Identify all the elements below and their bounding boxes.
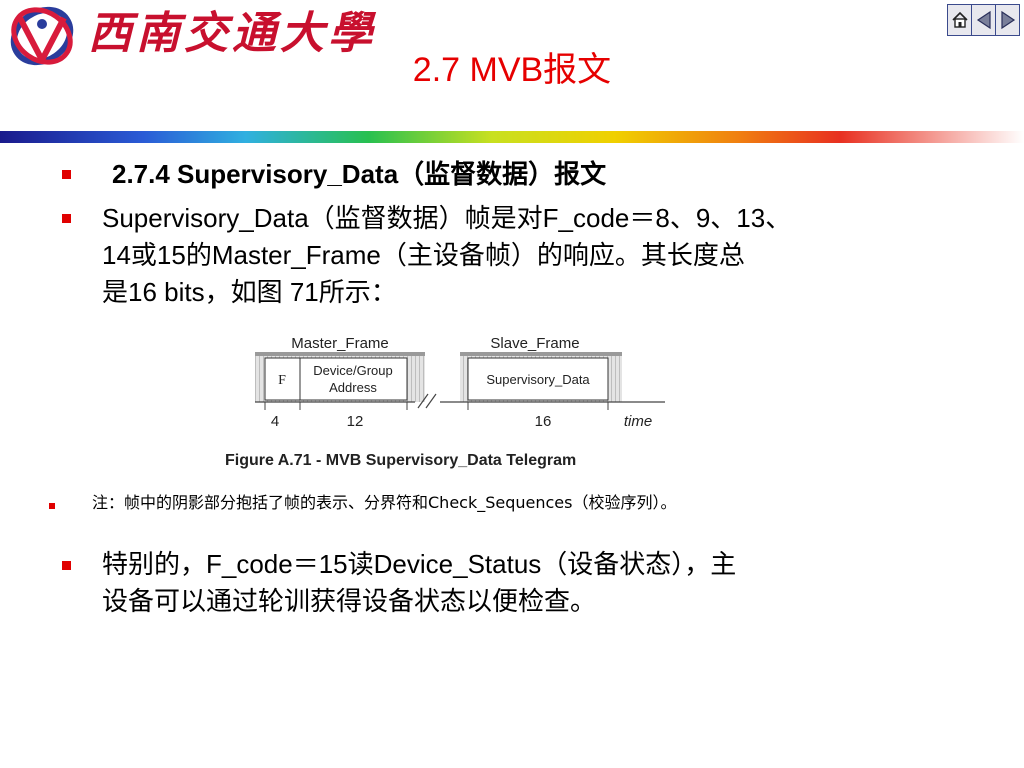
figure-note: 注：帧中的阴影部分抱括了帧的表示、分界符和Check_Sequences（校验序… bbox=[92, 493, 677, 512]
bullet-marker bbox=[62, 170, 71, 179]
bullet-marker bbox=[62, 561, 71, 570]
paragraph-line: 特别的，F_code＝15读Device_Status（设备状态），主 bbox=[102, 549, 737, 579]
field-f: F bbox=[278, 373, 286, 388]
slide-navigation bbox=[947, 4, 1020, 36]
university-name: 西南交通大學 bbox=[88, 8, 376, 59]
home-icon bbox=[951, 11, 968, 28]
prev-button[interactable] bbox=[971, 5, 995, 35]
length-f: 4 bbox=[271, 413, 279, 430]
bullet-marker bbox=[62, 214, 71, 223]
field-address-line2: Address bbox=[329, 380, 377, 395]
paragraph-device-status: 特别的，F_code＝15读Device_Status（设备状态），主 设备可以… bbox=[102, 546, 982, 620]
paragraph-line: 是16 bits，如图 71所示： bbox=[102, 277, 397, 307]
paragraph-description: Supervisory_Data（监督数据）帧是对F_code＝8、9、13、 … bbox=[102, 200, 997, 311]
paragraph-line: 14或15的Master_Frame（主设备帧）的响应。其长度总 bbox=[102, 240, 745, 270]
paragraph-line: 设备可以通过轮训获得设备状态以便检查。 bbox=[102, 586, 597, 616]
slave-frame-label: Slave_Frame bbox=[490, 335, 579, 352]
figure-caption: Figure A.71 - MVB Supervisory_Data Teleg… bbox=[225, 452, 576, 469]
next-button[interactable] bbox=[995, 5, 1019, 35]
field-address-line1: Device/Group bbox=[313, 363, 392, 378]
length-data: 16 bbox=[535, 413, 552, 430]
home-button[interactable] bbox=[948, 5, 971, 35]
time-label: time bbox=[624, 413, 652, 430]
master-frame-label: Master_Frame bbox=[291, 335, 389, 352]
length-address: 12 bbox=[347, 413, 364, 430]
telegram-figure: Master_Frame Slave_Frame F Device/Group … bbox=[225, 335, 665, 469]
paragraph-line: Supervisory_Data（监督数据）帧是对F_code＝8、9、13、 bbox=[102, 203, 792, 233]
triangle-left-icon bbox=[976, 10, 991, 30]
university-logo bbox=[10, 6, 74, 66]
bullet-marker bbox=[49, 503, 55, 509]
header-divider bbox=[0, 131, 1024, 143]
field-supervisory-data: Supervisory_Data bbox=[486, 372, 590, 387]
section-heading: 2.7.4 Supervisory_Data（监督数据）报文 bbox=[112, 159, 607, 189]
slide-title: 2.7 MVB报文 bbox=[412, 51, 612, 89]
triangle-right-icon bbox=[1000, 10, 1015, 30]
